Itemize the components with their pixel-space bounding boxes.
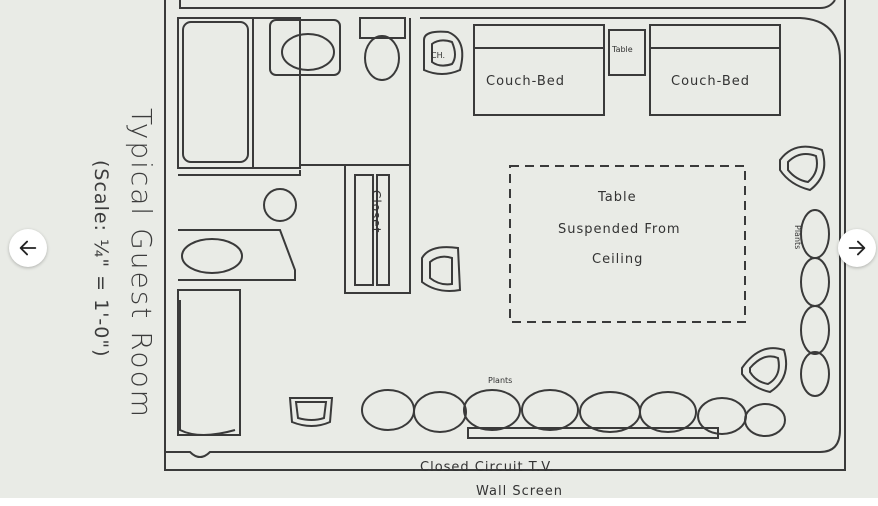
label-tv-line2: Wall Screen [476, 484, 564, 498]
label-tv-line1: Closed Circuit T.V. [420, 460, 555, 475]
slide-title: Typical Guest Room [125, 108, 158, 419]
label-table-line2: Suspended From [558, 222, 681, 237]
label-table-line1: Table [598, 190, 637, 205]
slide-scale: (Scale: ¼" = 1'-0") [90, 160, 112, 358]
caption: Typical Guest Room (Scale: ¼" = 1'-0") [54, 60, 158, 420]
previous-slide-button[interactable] [9, 229, 47, 267]
label-plants-right: Plants [793, 225, 802, 250]
bottom-strip [0, 498, 878, 506]
label-couch-bed-right: Couch-Bed [671, 74, 751, 89]
label-couch-bed-left: Couch-Bed [486, 74, 566, 89]
arrow-right-icon [848, 240, 866, 256]
label-plants-bottom: Plants [488, 376, 513, 385]
next-slide-button[interactable] [838, 229, 876, 267]
label-chair: CH. [431, 51, 446, 60]
label-closet: Closet [369, 190, 383, 234]
label-table-line3: Ceiling [592, 252, 644, 267]
label-small-table: Table [612, 45, 633, 54]
arrow-left-icon [19, 240, 37, 256]
